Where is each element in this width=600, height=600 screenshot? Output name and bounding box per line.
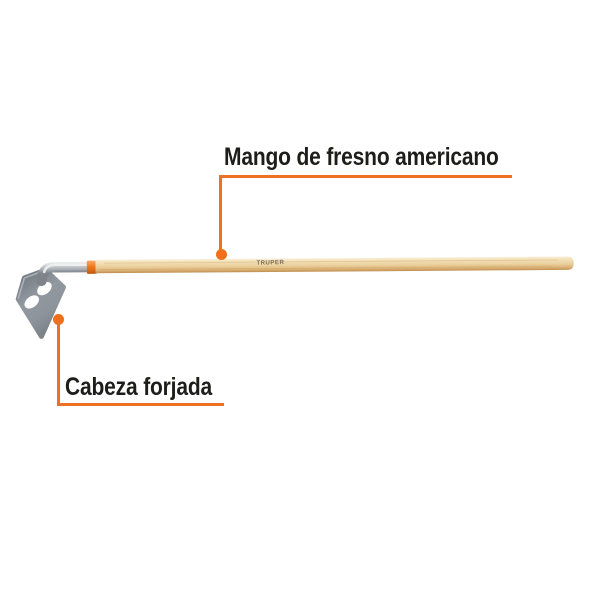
wood-grain-line (103, 259, 558, 264)
hoe-neck (36, 261, 93, 287)
handle-brand-marking: TRUPER (256, 259, 284, 267)
wooden-handle: TRUPER (95, 256, 574, 274)
wood-grain-line (100, 266, 553, 270)
ferrule-band (86, 260, 98, 274)
hoe-assembly: TRUPER (15, 256, 574, 339)
handle-callout-leader-line (219, 175, 222, 252)
head-callout-underline (57, 402, 224, 406)
head-callout-leader-line (57, 320, 60, 406)
wood-grain-line (111, 262, 564, 267)
handle-callout-underline (219, 175, 512, 178)
neck-highlight (42, 263, 89, 274)
head-callout-dot (53, 313, 64, 325)
handle-callout-dot (216, 249, 227, 260)
blade-hole-lower (24, 295, 39, 309)
head-callout-label: Cabeza forjada (65, 373, 213, 401)
handle-callout-label: Mango de fresno americano (224, 143, 499, 171)
